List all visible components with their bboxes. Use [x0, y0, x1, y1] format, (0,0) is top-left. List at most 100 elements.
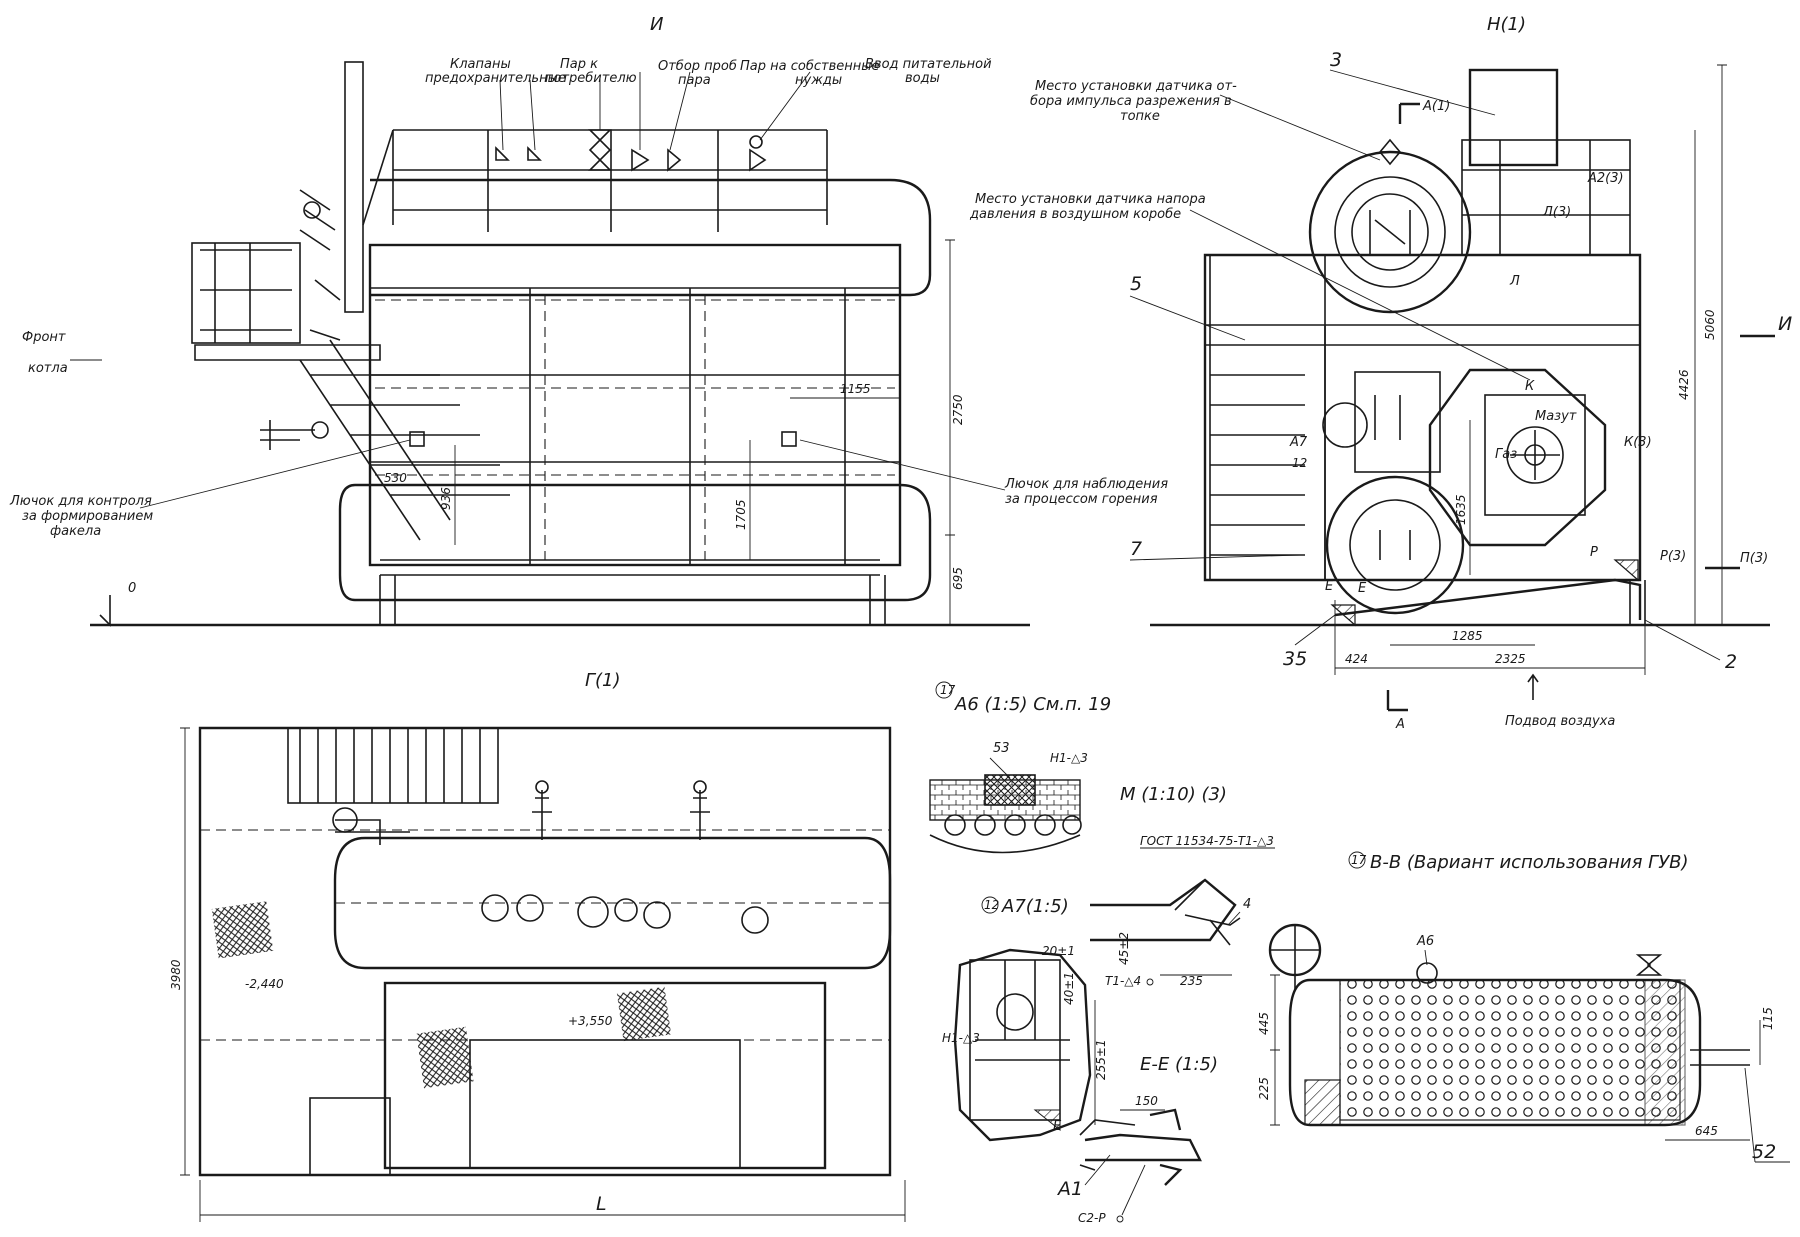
view-g: Г(1) -2,440 +3,550	[169, 670, 906, 1222]
zero-mark: 0	[128, 581, 136, 596]
section-p: Р	[1590, 545, 1598, 560]
detail-m-235: 235	[1180, 974, 1203, 988]
section-e-right: Е	[1358, 581, 1367, 596]
label-hatch-observe-2: за процессом горения	[1005, 492, 1158, 507]
label-steam-to-2: потребителю	[545, 71, 637, 86]
detail-a7-weld: Н1-△3	[942, 1031, 980, 1045]
label-hatch-control-2: за формированием	[22, 509, 153, 524]
detail-m-weld: Т1-△4	[1105, 974, 1141, 988]
dim-1285: 1285	[1452, 629, 1483, 643]
dim-3980: 3980	[169, 959, 183, 990]
top-valve-n	[1378, 138, 1402, 166]
view-n: Н(1)	[969, 14, 1792, 732]
air-duct	[1468, 68, 1559, 167]
section-i-right: И	[1778, 313, 1792, 335]
left-platform	[191, 242, 301, 344]
front-stair	[1210, 374, 1305, 556]
label-mazut: Мазут	[1535, 409, 1577, 424]
label-feed-in-2: воды	[905, 71, 940, 86]
detail-m-title: М (1:10) (3)	[1120, 784, 1227, 805]
label-hatch-observe: Лючок для наблюдения	[1004, 477, 1168, 492]
section-k: К	[1525, 379, 1535, 394]
bb-645: 645	[1695, 1124, 1718, 1138]
dim-length: L	[596, 1193, 607, 1215]
label-steam-to: Пар к	[560, 57, 598, 72]
detail-a6-53: 53	[993, 741, 1010, 756]
detail-m-gost: ГОСТ 11534-75-Т1-△3	[1140, 834, 1274, 848]
dim-530: 530	[384, 471, 407, 485]
detail-ee-a1: А1	[1056, 1178, 1083, 1200]
chimney	[344, 61, 364, 313]
section-k3: К(3)	[1624, 435, 1652, 450]
plan-mark-2: +3,550	[568, 1014, 613, 1028]
section-a1: А(1)	[1422, 99, 1450, 114]
detail-a7-40: 40±1	[1062, 972, 1076, 1005]
supports	[379, 575, 886, 625]
dim-4426: 4426	[1677, 369, 1691, 400]
safety-valves	[495, 146, 542, 161]
plan-grating	[287, 727, 499, 804]
detail-a6-title: А6 (1:5) См.п. 19	[954, 694, 1111, 715]
plan-outline	[198, 726, 892, 1177]
label-hatch-control: Лючок для контроля	[9, 494, 152, 509]
callout-7: 7	[1130, 538, 1142, 560]
detail-a7-title: А7(1:5)	[1001, 896, 1069, 917]
section-l3: Л(3)	[1542, 205, 1571, 220]
dim-2750: 2750	[951, 394, 965, 425]
label-valves-2: предохранительные	[425, 71, 566, 86]
detail-a7: 12 А7(1:5) 20±1 40±1 255±1 Н1-△3 Е	[942, 896, 1108, 1142]
detail-a7-255: 255±1	[1094, 1039, 1108, 1080]
panel-grid	[370, 287, 900, 565]
lower-drum	[338, 483, 932, 602]
bb-52: 52	[1752, 1141, 1776, 1163]
label-air-supply: Подвод воздуха	[1505, 714, 1615, 729]
steam-valve	[588, 129, 612, 171]
stair	[299, 339, 510, 541]
section-p-right: П(3)	[1740, 551, 1768, 566]
detail-m: М (1:10) (3) ГОСТ 11534-75-Т1-△3 4 Т1-△4…	[1090, 784, 1275, 988]
detail-a7-20: 20±1	[1042, 944, 1075, 958]
dim-936: 936	[439, 487, 453, 510]
section-a7-num: 12	[1292, 456, 1307, 470]
front-body	[1203, 253, 1642, 582]
label-feed-in: Ввод питательной	[865, 57, 992, 72]
view-i: И 0	[9, 14, 1168, 627]
label-own-needs: Пар на собственные	[740, 59, 879, 74]
label-gas: Газ	[1495, 447, 1517, 462]
view-n-title: Н(1)	[1487, 14, 1526, 35]
label-own-needs-2: нужды	[795, 73, 842, 88]
bb-115: 115	[1761, 1007, 1775, 1030]
plan-mark-1: -2,440	[245, 977, 284, 991]
callout-2: 2	[1725, 651, 1737, 673]
section-a7: А7	[1289, 435, 1308, 450]
label-sensor1c: топке	[1120, 109, 1160, 124]
detail-ee: Е-Е (1:5) 150 А1 С2-Р	[1056, 1054, 1218, 1225]
detail-m-452: 45±2	[1117, 932, 1131, 965]
dim-5060: 5060	[1703, 309, 1717, 340]
section-l: Л	[1509, 274, 1520, 289]
label-sensor2b: давления в воздушном коробе	[969, 207, 1181, 222]
detail-a6-weld: Н1-△3	[1050, 751, 1088, 765]
label-sensor1b: бора импульса разрежения в	[1030, 94, 1232, 109]
callout-5: 5	[1130, 273, 1142, 295]
view-g-title: Г(1)	[585, 670, 621, 691]
label-sensor1: Место установки датчика от-	[1035, 79, 1237, 94]
label-sample: Отбор проб	[658, 59, 737, 74]
detail-m-4: 4	[1243, 897, 1251, 912]
callout-35: 35	[1283, 648, 1307, 670]
detail-ee-150: 150	[1135, 1094, 1158, 1108]
detail-ee-weld: С2-Р	[1078, 1211, 1106, 1225]
lower-drum-n	[1325, 475, 1465, 615]
label-front: Фронт	[22, 330, 66, 345]
callout-3: 3	[1330, 49, 1342, 71]
dim-1155: 1155	[840, 382, 871, 396]
bb-225: 225	[1257, 1077, 1271, 1100]
detail-a6: 17 А6 (1:5) См.п. 19 53 Н1-△3	[929, 681, 1111, 854]
label-valves: Клапаны	[450, 57, 511, 72]
section-a2: А2(3)	[1587, 171, 1624, 186]
detail-a7-num: 12	[984, 898, 999, 912]
view-i-title: И	[650, 14, 663, 35]
detail-a6-num: 17	[940, 683, 956, 697]
section-a-bottom: А	[1395, 717, 1405, 732]
